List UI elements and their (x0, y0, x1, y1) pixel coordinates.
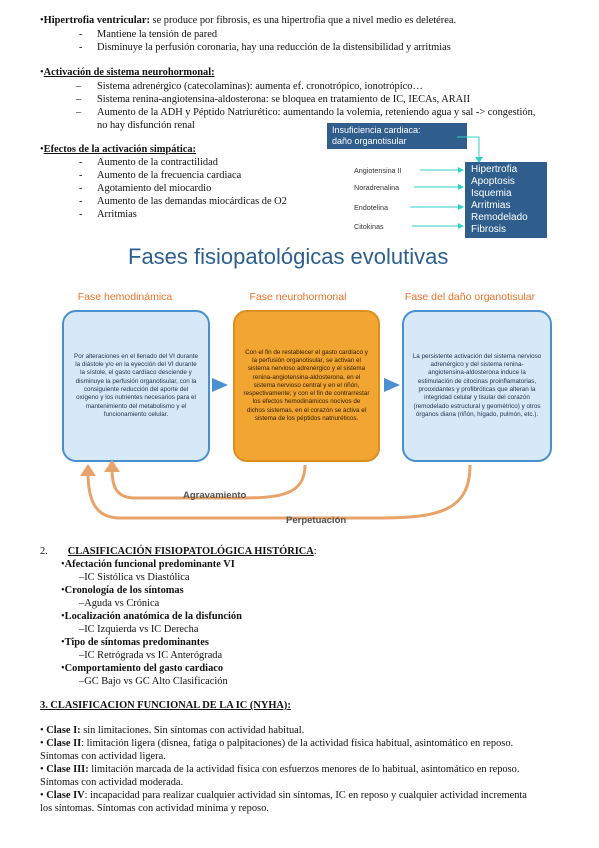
hipertrofia-item-1: -Mantiene la tensión de pared (79, 29, 218, 40)
nyha-class-2-cont: Síntomas con actividad ligera. (40, 751, 166, 762)
agravamiento-label: Agravamiento (183, 490, 247, 501)
hipertrofia-title: Hipertrofia ventricular: (43, 15, 150, 26)
hipertrofia-text: se produce por fibrosis, es una hipertro… (149, 15, 457, 26)
hipertrofia-paragraph: •Hipertrofia ventricular: se produce por… (40, 15, 457, 26)
efectos-item-5: -Arritmias (79, 209, 137, 220)
figure-title: Fases fisiopatológicas evolutivas (128, 244, 449, 269)
agent-endotelina: Endotelina (354, 203, 388, 212)
s2-group-1-item: –IC Sistólica vs Diastólica (79, 572, 190, 583)
activacion-item-1: –Sistema adrenérgico (catecolaminas): au… (76, 81, 423, 92)
nyha-class-1: • Clase I: sin limitaciones. Sin síntoma… (40, 725, 305, 736)
effect-isquemia: Isquemia (471, 188, 512, 199)
agent-noradrenalina: Noradrenalina (354, 183, 400, 192)
effects-list-box: Hipertrofia Apoptosis Isquemia Arritmias… (465, 162, 547, 238)
ic-dano-organotisular-box: Insuficiencia cardiaca: daño organotisul… (327, 123, 467, 149)
ic-connector-arrow (457, 136, 483, 163)
hipertrofia-item-2: -Disminuye la perfusión coronaria, hay u… (79, 42, 451, 53)
agent-citokinas: Citokinas (354, 222, 384, 231)
phase-heading-hemodinamica: Fase hemodinámica (77, 291, 173, 303)
nyha-class-3: • Clase III: limitación marcada de la ac… (40, 764, 520, 775)
s2-group-2-item: –Aguda vs Crónica (79, 598, 160, 609)
s2-group-1-title: •Afectación funcional predominante VI (61, 559, 235, 570)
efectos-item-4: -Aumento de las demandas miocárdicas de … (79, 196, 287, 207)
s2-group-2-title: •Cronología de los síntomas (61, 585, 184, 596)
s2-group-3-item: –IC Izquierda vs IC Derecha (79, 624, 199, 635)
activacion-item-3-cont: no hay disfunción renal (97, 120, 195, 131)
effect-arritmias: Arritmias (471, 200, 511, 211)
effect-fibrosis: Fibrosis (471, 224, 507, 235)
nyha-class-4: • Clase IV: incapacidad para realizar cu… (40, 790, 527, 801)
s2-group-5-title: •Comportamiento del gasto cardiaco (61, 663, 224, 674)
efectos-item-1: -Aumento de la contractilidad (79, 157, 218, 168)
effect-hipertrofia: Hipertrofia (471, 164, 518, 175)
activacion-item-3: –Aumento de la ADH y Péptido Natriurétic… (76, 107, 536, 118)
efectos-heading: •Efectos de la activación simpática: (40, 144, 197, 155)
agent-angiotensina: Angiotensina II (354, 166, 402, 175)
effect-apoptosis: Apoptosis (471, 176, 515, 187)
phase-heading-dano: Fase del daño organotisular (404, 291, 536, 303)
phase-heading-neurohormonal: Fase neurohormonal (249, 291, 347, 303)
s2-group-4-item: –IC Retrógrada vs IC Anterógrada (79, 650, 223, 661)
efectos-item-2: -Aumento de la frecuencia cardiaca (79, 170, 242, 181)
activacion-item-2: –Sistema renina-angiotensina-aldosterona… (76, 94, 471, 105)
phase-flow-arrows (80, 378, 472, 520)
nyha-class-4-cont: los síntomas. Síntomas con actividad mín… (40, 803, 269, 814)
agent-arrows (410, 167, 464, 229)
phase-box-dano: La persistente activación del sistema ne… (402, 310, 552, 462)
phase-box-neurohormonal: Con el fin de restablecer el gasto cardí… (233, 310, 380, 462)
section3-heading: 3. CLASIFICACION FUNCIONAL DE LA IC (NYH… (40, 700, 291, 711)
s2-group-4-title: •Tipo de síntomas predominantes (61, 637, 209, 648)
s2-group-3-title: •Localización anatómica de la disfunción (61, 611, 242, 622)
effect-remodelado: Remodelado (471, 212, 528, 223)
perpetuacion-label: Perpetuación (286, 515, 347, 526)
nyha-class-2: • Clase II: limitación ligera (disnea, f… (40, 738, 514, 749)
phase-box-hemodinamica: Por alteraciones en el llenado del VI du… (62, 310, 210, 462)
section2-heading: 2.CLASIFICACIÓN FISIOPATOLÓGICA HISTÓRIC… (40, 546, 317, 557)
nyha-class-3-cont: Síntomas con actividad moderada. (40, 777, 184, 788)
efectos-item-3: -Agotamiento del miocardio (79, 183, 212, 194)
s2-group-5-item: –GC Bajo vs GC Alto Clasificación (79, 676, 228, 687)
activacion-heading: •Activación de sistema neurohormonal: (40, 67, 215, 78)
